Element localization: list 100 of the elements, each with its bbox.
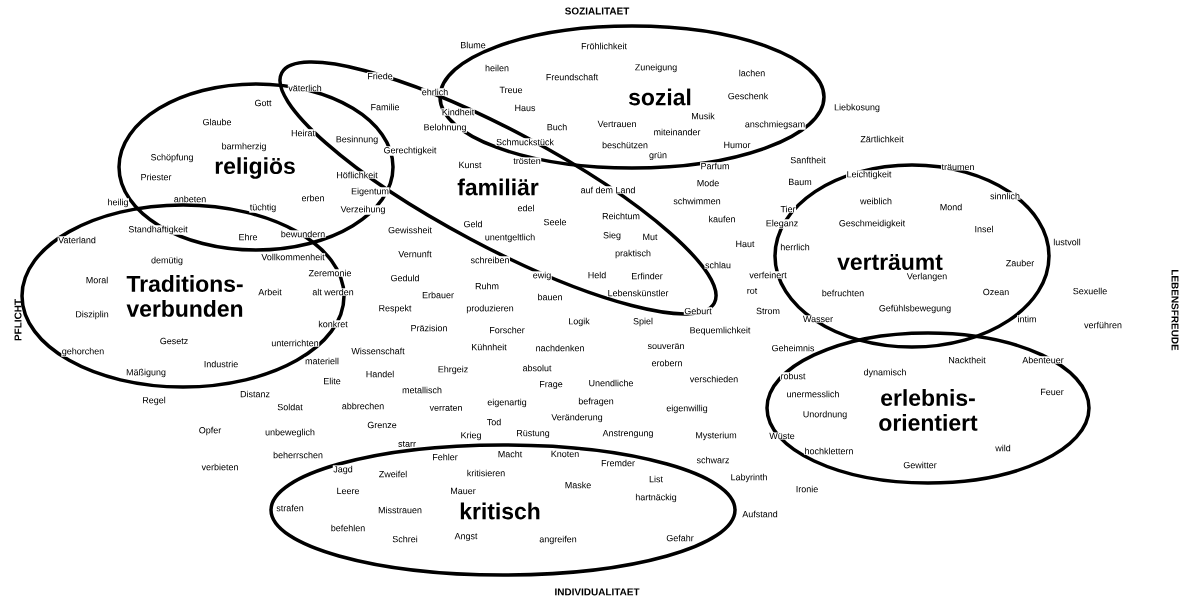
word-label: Gesetz [159, 337, 189, 345]
word-label: demütig [150, 256, 184, 266]
word-label: produzieren [465, 304, 515, 314]
word-label: Zeremonie [308, 269, 352, 277]
word-label: edel [517, 204, 535, 212]
word-label: Geschenk [727, 92, 769, 100]
word-label: hartnäckig [634, 493, 678, 503]
word-label: absolut [522, 364, 552, 372]
word-label: Moral [85, 276, 109, 284]
word-label: Opfer [198, 426, 222, 436]
word-label: Parfum [700, 162, 730, 170]
word-label: Tod [486, 418, 502, 426]
word-label: Vollkommenheit [260, 253, 326, 261]
word-label: Knoten [550, 450, 580, 458]
word-label: Eigentum [350, 187, 390, 197]
word-label: schwarz [696, 456, 730, 464]
word-label: Wüste [768, 432, 796, 440]
word-label: verschieden [689, 375, 739, 383]
word-label: hochklettern [804, 447, 854, 455]
word-label: Standhaftigkeit [127, 225, 189, 235]
word-label: Seele [543, 218, 567, 226]
word-label: intim [1017, 315, 1037, 323]
word-label: robust [780, 372, 806, 380]
word-label: grün [648, 151, 668, 161]
word-label: befragen [577, 397, 615, 407]
word-label: Wasser [802, 315, 834, 323]
word-label: Gott [254, 99, 272, 107]
word-label: Mode [696, 179, 720, 187]
word-label: Schrei [391, 535, 419, 543]
word-label: Mäßigung [125, 368, 167, 378]
word-label: eigenwillig [665, 404, 709, 414]
word-label: Verzeihung [340, 205, 386, 215]
word-label: Liebkosung [833, 103, 881, 113]
word-label: Frage [538, 380, 564, 390]
word-label: verbieten [201, 463, 239, 471]
word-label: Forscher [488, 326, 526, 334]
word-label: starr [397, 440, 417, 448]
word-label: Geheimnis [771, 344, 815, 352]
word-label: Lebenskünstler [607, 289, 669, 297]
word-label: Verlangen [906, 272, 948, 282]
word-label: bewundern [280, 230, 326, 238]
word-label: Macht [497, 450, 523, 458]
word-label: eigenartig [486, 398, 528, 408]
word-label: schlau [704, 261, 732, 269]
word-label: Disziplin [74, 310, 110, 320]
word-label: alt werden [311, 288, 355, 296]
word-label: Geschmeidigkeit [838, 219, 906, 229]
word-label: Heirat [290, 129, 316, 137]
word-label: Ruhm [474, 282, 500, 290]
word-label: anschmiegsam [744, 120, 806, 130]
word-label: beschützen [601, 141, 649, 149]
axis-label: SOZIALITAET [565, 7, 630, 15]
word-label: Ehre [238, 233, 258, 241]
word-label: Abenteuer [1021, 356, 1065, 364]
word-label: Grenze [366, 421, 398, 429]
word-label: weiblich [859, 197, 893, 205]
word-label: ehrlich [421, 88, 449, 96]
word-label: Geduld [390, 274, 420, 282]
word-label: heilen [484, 64, 510, 72]
word-label: nachdenken [535, 344, 585, 352]
word-label: unermesslich [786, 390, 840, 398]
word-label: väterlich [287, 84, 323, 92]
word-label: gehorchen [61, 347, 105, 357]
word-label: befehlen [330, 524, 366, 532]
word-label: Humor [723, 141, 751, 149]
word-label: Soldat [276, 403, 304, 411]
word-label: Elite [322, 377, 342, 385]
word-label: Treue [498, 86, 524, 94]
word-label: tüchtig [249, 203, 277, 213]
word-label: Blume [459, 41, 487, 49]
word-label: materiell [304, 357, 340, 365]
word-label: Bequemlichkeit [689, 326, 751, 336]
word-label: beherrschen [272, 451, 324, 459]
word-label: Buch [546, 123, 568, 131]
word-label: Baum [787, 178, 813, 186]
word-label: Gerechtigkeit [383, 146, 437, 156]
word-label: Fröhlichkeit [580, 42, 628, 50]
word-label: verführen [1083, 321, 1123, 329]
word-label: träumen [941, 163, 975, 171]
word-label: herrlich [779, 243, 811, 251]
word-label: rot [746, 287, 758, 295]
word-label: dynamisch [863, 368, 907, 378]
word-label: strafen [275, 504, 305, 512]
word-label: Unordnung [802, 410, 848, 420]
word-label: trösten [512, 157, 542, 165]
word-label: heilig [107, 198, 129, 208]
word-label: Schöpfung [150, 153, 194, 163]
word-label: erobern [651, 359, 683, 367]
word-label: angreifen [538, 535, 578, 545]
word-label: verfeinert [748, 271, 788, 279]
word-label: barmherzig [221, 142, 267, 152]
word-label: Belohnung [423, 123, 467, 133]
word-label: Eleganz [765, 219, 799, 229]
word-label: Höflichkeit [335, 171, 379, 179]
word-label: verraten [429, 404, 463, 412]
word-label: konkret [317, 320, 349, 328]
word-label: Friede [366, 72, 394, 80]
word-label: Freundschaft [545, 73, 599, 81]
word-label: Geld [463, 220, 483, 228]
word-label: Vertrauen [597, 120, 637, 128]
